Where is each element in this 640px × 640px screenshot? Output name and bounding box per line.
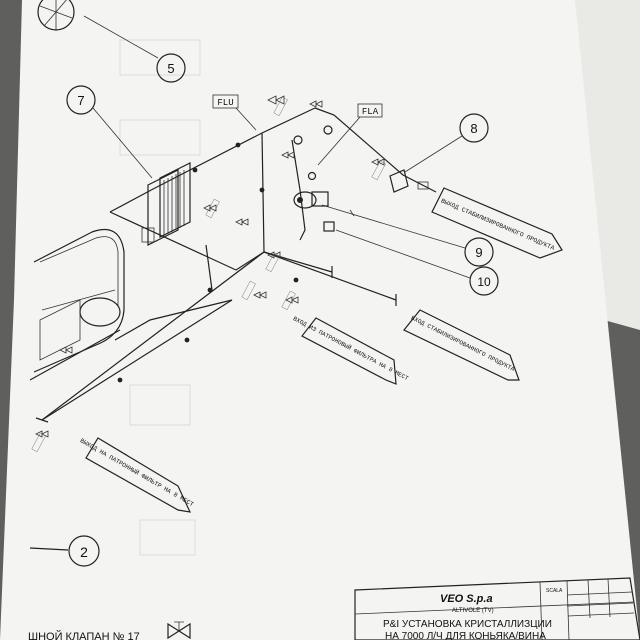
callout-7: 7 xyxy=(66,85,96,115)
scale-label: SCALA xyxy=(546,588,563,594)
callout-8-label: 8 xyxy=(470,121,477,136)
title-block: VEO S.p.a ALTIVOLE (TV) P&I УСТАНОВКА КР… xyxy=(354,577,640,640)
fla-leader xyxy=(317,116,361,166)
flow-markers xyxy=(117,142,299,383)
callout-9-label: 9 xyxy=(475,245,482,260)
show-through xyxy=(119,39,201,556)
company-name: VEO S.p.a xyxy=(440,593,493,605)
leader-10 xyxy=(335,229,471,279)
callout-7-label: 7 xyxy=(77,93,84,108)
pump xyxy=(293,191,329,209)
flu-leader xyxy=(235,107,257,131)
fla-tag: FLA xyxy=(357,103,383,118)
pipe-ends xyxy=(35,266,397,423)
footer-note-text: ШНОЙ КЛАПАН № 17 xyxy=(28,630,140,640)
flu-tag: FLU xyxy=(212,94,239,109)
leader-7 xyxy=(92,107,153,179)
footer-note: ШНОЙ КЛАПАН № 17 xyxy=(28,621,191,640)
callout-9: 9 xyxy=(464,237,494,267)
title-line-1: P&I УСТАНОВКА КРИСТАЛЛИЗЦИИ xyxy=(383,619,552,630)
callout-10-label: 10 xyxy=(477,275,491,289)
callout-5-label: 5 xyxy=(167,61,174,76)
filter-unit xyxy=(389,169,429,193)
valve-legend-icon xyxy=(167,622,191,640)
leader-8 xyxy=(404,135,463,173)
callout-10: 10 xyxy=(469,266,499,296)
fla-label: FLA xyxy=(362,107,379,117)
callout-8: 8 xyxy=(459,113,489,143)
callout-2: 2 xyxy=(68,535,100,567)
leader-2 xyxy=(29,547,69,551)
leader-5 xyxy=(83,15,159,59)
callout-5: 5 xyxy=(156,53,186,83)
callout-2-label: 2 xyxy=(80,544,88,560)
title-line-2: НА 7000 Л/Ч ДЛЯ КОНЬЯКА/ВИНА xyxy=(385,631,546,640)
heat-exchanger xyxy=(141,162,191,246)
flu-label: FLU xyxy=(217,98,233,108)
company-city: ALTIVOLE (TV) xyxy=(452,608,494,614)
control-valve xyxy=(323,209,355,232)
leader-9 xyxy=(321,204,466,249)
piping xyxy=(29,107,437,421)
crystallizer-tank xyxy=(33,228,125,373)
fan-symbol xyxy=(37,0,75,31)
instrument-tags xyxy=(31,96,386,453)
